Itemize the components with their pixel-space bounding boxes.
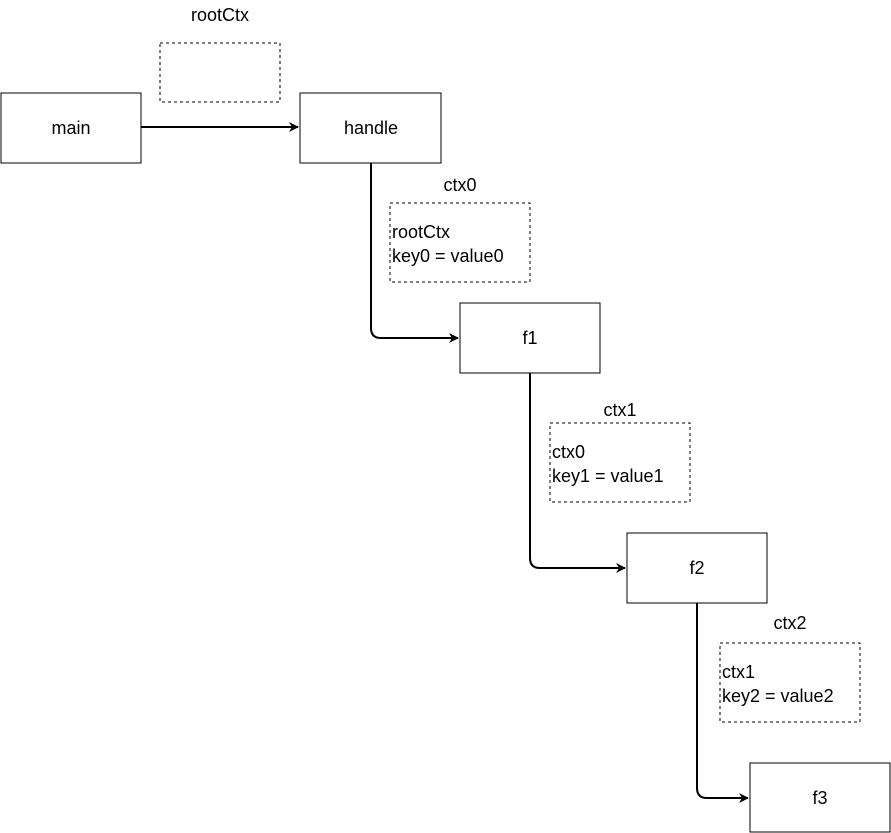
node-label: handle bbox=[344, 118, 398, 138]
context-line: ctx0 bbox=[552, 442, 585, 462]
context-title: ctx0 bbox=[443, 175, 476, 195]
node-box bbox=[749, 762, 891, 833]
edge-f1-to-f2 bbox=[529, 373, 626, 573]
context-line: key1 = value1 bbox=[552, 466, 664, 486]
node-box bbox=[0, 92, 142, 164]
context-box bbox=[719, 642, 861, 723]
context-box bbox=[549, 422, 691, 503]
edge-f2-to-f3 bbox=[696, 603, 749, 803]
node-label: f3 bbox=[812, 788, 827, 808]
node-main[interactable]: main bbox=[0, 92, 142, 164]
node-f3[interactable]: f3 bbox=[749, 762, 891, 833]
context-box bbox=[159, 42, 281, 103]
node-box bbox=[299, 92, 442, 164]
context-line: ctx1 bbox=[722, 662, 755, 682]
node-box bbox=[459, 302, 601, 374]
edge-handle-to-f1 bbox=[370, 163, 459, 343]
context-title: ctx1 bbox=[603, 400, 636, 420]
node-label: main bbox=[51, 118, 90, 138]
node-label: f2 bbox=[689, 558, 704, 578]
context-rootctx: rootCtx bbox=[159, 5, 281, 103]
context-ctx2: ctx2 ctx1 key2 = value2 bbox=[719, 613, 861, 723]
node-box bbox=[626, 532, 768, 604]
context-line: rootCtx bbox=[392, 222, 450, 242]
context-line: key0 = value0 bbox=[392, 246, 504, 266]
context-ctx0: ctx0 rootCtx key0 = value0 bbox=[389, 175, 531, 283]
context-title: ctx2 bbox=[773, 613, 806, 633]
node-f2[interactable]: f2 bbox=[626, 532, 768, 604]
node-handle[interactable]: handle bbox=[299, 92, 442, 164]
node-f1[interactable]: f1 bbox=[459, 302, 601, 374]
context-box bbox=[389, 202, 531, 283]
context-title: rootCtx bbox=[191, 5, 249, 25]
node-label: f1 bbox=[522, 328, 537, 348]
context-line: key2 = value2 bbox=[722, 686, 834, 706]
context-ctx1: ctx1 ctx0 key1 = value1 bbox=[549, 400, 691, 503]
